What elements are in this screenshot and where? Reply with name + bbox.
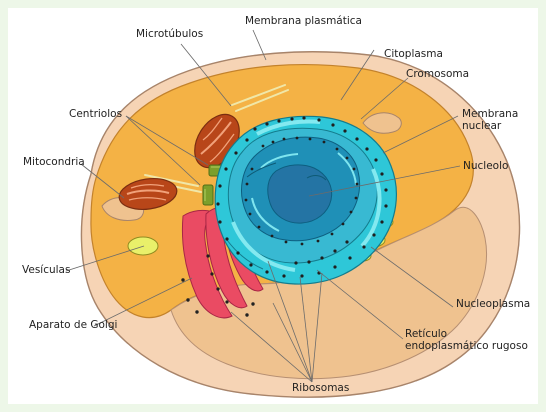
label-membrana-nuclear-line1: Membrana — [462, 108, 528, 120]
label-membrana-nuclear: Membrana nuclear — [462, 108, 528, 132]
label-membrana-nuclear-line2: nuclear — [462, 120, 528, 132]
label-nucleolo: Nucleolo — [463, 160, 508, 172]
label-mitocondria: Mitocondria — [23, 156, 85, 168]
label-centriolos: Centriolos — [69, 108, 122, 120]
label-citoplasma: Citoplasma — [384, 48, 443, 60]
label-reticulo: Retículo endoplasmático rugoso — [405, 328, 535, 352]
label-cromosoma: Cromosoma — [406, 68, 469, 80]
label-aparato-golgi: Aparato de Golgi — [29, 319, 117, 331]
label-membrana-plasmatica: Membrana plasmática — [245, 15, 362, 27]
label-ribosomas: Ribosomas — [292, 382, 349, 394]
label-reticulo-line2: endoplasmático rugoso — [405, 340, 535, 352]
label-microtubulos: Microtúbulos — [136, 28, 203, 40]
label-reticulo-line1: Retículo — [405, 328, 535, 340]
label-vesiculas: Vesículas — [22, 264, 70, 276]
label-nucleoplasma: Nucleoplasma — [456, 298, 530, 310]
